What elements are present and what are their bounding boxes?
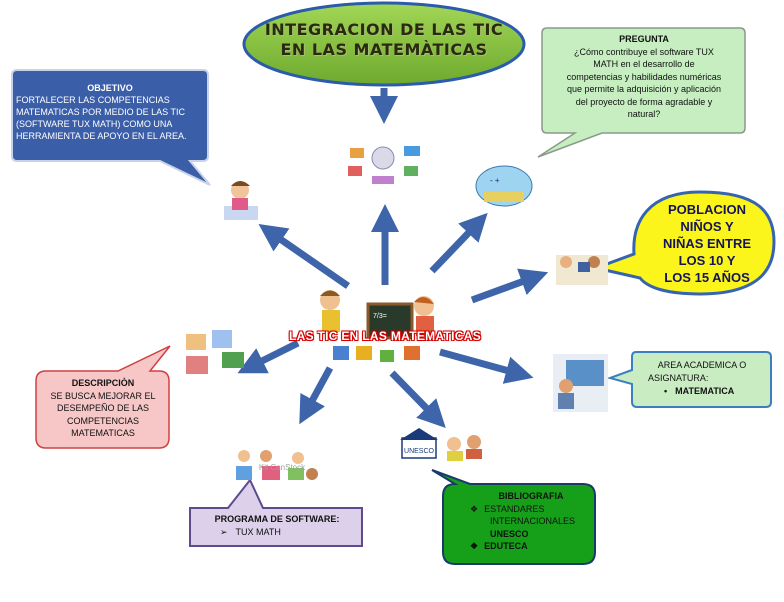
poblacion-line-4: LOS 10 Y [678, 253, 736, 268]
bibliografia-item-1: ❖ ESTANDARES [470, 503, 592, 516]
descripcion-box: DESCRIPCIÒN SE BUSCA MEJORAR EL DESEMPEÑ… [40, 377, 166, 440]
school-activities-clipart [186, 330, 244, 374]
arrow-to-area [439, 348, 534, 384]
objetivo-line-1: FORTALECER LAS COMPETENCIAS [16, 95, 170, 105]
center-label: LAS TIC EN LAS MATEMATICAS [288, 329, 481, 343]
descripcion-line-2: DESEMPEÑO DE LAS [56, 403, 150, 413]
title-line-2: EN LAS MATEMÀTICAS [280, 40, 488, 59]
area-box: AREA ACADEMICA O ASIGNATURA: • MATEMATICA [636, 359, 768, 398]
title-ellipse [242, 1, 526, 87]
descripcion-line-1: SE BUSCA MEJORAR EL [50, 390, 156, 401]
area-callout [606, 351, 772, 408]
kids-unesco-clipart [447, 435, 482, 461]
descripcion-callout [35, 345, 171, 449]
arrow-to-pregunta [429, 212, 488, 274]
arrow-to-descripcion [237, 339, 300, 374]
descripcion-heading: DESCRIPCIÒN [71, 378, 135, 388]
pregunta-line-5: del proyecto de forma agradable y [575, 96, 713, 107]
diamond-bullet-icon: ❖ [470, 503, 479, 514]
pregunta-callout [537, 27, 746, 158]
programa-box: PROGRAMA DE SOFTWARE: ➢ TUX MATH [194, 513, 360, 539]
area-bullet-item: • MATEMATICA [636, 385, 768, 398]
pregunta-heading: PREGUNTA [619, 34, 669, 44]
svg-text:7/3=: 7/3= [373, 313, 387, 320]
poblacion-line-2: NIÑOS Y [680, 219, 734, 234]
descripcion-line-3: COMPETENCIAS [66, 415, 139, 426]
arrow-to-poblacion [470, 268, 549, 304]
objetivo-callout [11, 69, 211, 186]
arrow-to-programa [299, 366, 334, 425]
arrow-to-objetivo [258, 224, 350, 289]
area-line-2: ASIGNATURA: [648, 373, 709, 383]
bibliografia-heading: BIBLIOGRAFIA [498, 491, 564, 501]
diamond-bullet-icon: ❖ [470, 541, 479, 551]
objetivo-line-3: (SOFTWARE TUX MATH) COMO UNA [16, 119, 173, 129]
poblacion-callout [590, 190, 776, 296]
bibliografia-box: BIBLIOGRAFIA ❖ ESTANDARES INTERNACIONALES… [470, 490, 592, 553]
pregunta-line-6: natural? [627, 109, 661, 119]
bibliografia-callout [431, 469, 596, 565]
objetivo-line-2: MATEMATICAS POR MEDIO DE LAS TIC [16, 107, 186, 117]
kids-computer-clipart [556, 255, 608, 285]
bibliografia-item-3: ❖ EDUTECA [470, 540, 592, 553]
kids-playing-clipart [236, 450, 318, 480]
programa-bullet-label: TUX MATH [235, 527, 281, 537]
poblacion-line-5: LOS 15 AÑOS [664, 270, 750, 285]
arrows [237, 88, 549, 429]
objetivo-line-4: HERRAMIENTA DE APOYO EN EL AREA. [16, 131, 187, 141]
title-line-1: INTEGRACION DE LAS TIC [264, 20, 504, 39]
poblacion-line-3: NIÑAS ENTRE [662, 236, 752, 251]
poblacion-box: POBLACION NIÑOS Y NIÑAS ENTRE LOS 10 Y L… [646, 201, 768, 286]
programa-callout [189, 478, 363, 547]
tux-math-game-clipart: - + [475, 165, 533, 207]
descripcion-line-4: MATEMATICAS [71, 428, 135, 438]
area-line-1: AREA ACADEMICA O [657, 360, 747, 370]
arrow-to-bibliografia [389, 370, 446, 429]
bibliografia-item-1-cont: INTERNACIONALES [490, 516, 576, 526]
bibliografia-item-1-label: ESTANDARES [484, 503, 545, 514]
student-writing-clipart [224, 181, 258, 220]
students-group-clipart-top [348, 146, 420, 184]
programa-bullet-item: ➢ TUX MATH [194, 526, 360, 539]
pregunta-box: PREGUNTA ¿Cómo contribuye el software TU… [548, 33, 740, 121]
bullet-dot-icon: • [664, 386, 668, 396]
objetivo-box: OBJETIVO FORTALECER LAS COMPETENCIAS MAT… [16, 82, 204, 142]
center-kids-chalkboard-clipart: 7/3= [320, 290, 434, 362]
arrow-bullet-icon: ➢ [220, 527, 228, 537]
unesco-logo: UNESCO [400, 428, 438, 459]
canstock-watermark: Kit CanStock [258, 463, 306, 472]
svg-text:- +: - + [490, 176, 500, 185]
pregunta-line-3: competencias y habilidades numéricas [566, 71, 722, 82]
unesco-logo-text: UNESCO [404, 448, 435, 455]
area-bullet-label: MATEMATICA [675, 386, 735, 396]
bibliografia-item-3-label: EDUTECA [484, 541, 528, 551]
objetivo-heading: OBJETIVO [87, 83, 133, 93]
classroom-photo [553, 354, 608, 412]
pregunta-line-1: ¿Cómo contribuye el software TUX [574, 46, 714, 57]
bibliografia-item-2-label: UNESCO [490, 528, 529, 539]
poblacion-line-1: POBLACION [668, 202, 746, 217]
programa-heading: PROGRAMA DE SOFTWARE: [214, 514, 340, 524]
pregunta-line-4: que permite la adquisición y aplicación [566, 84, 722, 94]
pregunta-line-2: MATH en el desarrollo de [593, 59, 695, 69]
